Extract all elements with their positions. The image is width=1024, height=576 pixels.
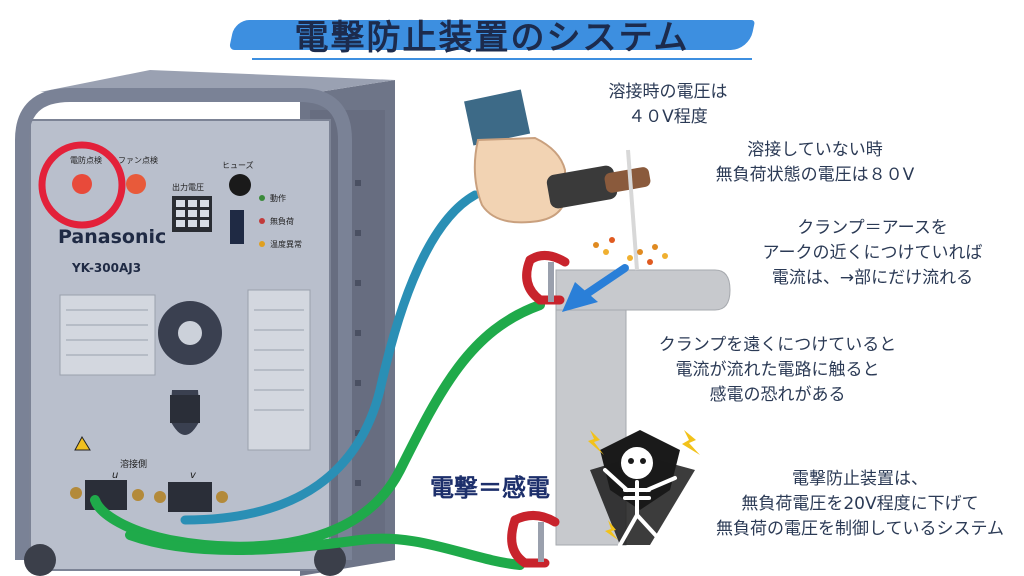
torch-cable [180, 190, 480, 525]
terminal-bolt [216, 491, 228, 503]
lightning-icon [682, 430, 700, 455]
lightning-icon [588, 430, 604, 455]
machine-wheel-right [314, 544, 346, 576]
spec-lines [66, 309, 304, 411]
note-device-line3: 無負荷の電圧を制御しているシステム [716, 519, 1004, 539]
lightning-icon [605, 520, 618, 540]
label-fuse: ヒューズ [222, 160, 254, 170]
machine-handle [15, 88, 352, 560]
welding-machine: 電防点検 ファン点検 ヒューズ 出力電圧 動作 無負荷 温度異常 Panason… [15, 70, 395, 576]
sleeve [464, 89, 531, 146]
title-band: 電撃防止装置のシステム [228, 8, 756, 60]
hand [473, 136, 566, 224]
terminal-bolt [132, 489, 144, 501]
note-clamp-far-line3: 感電の恐れがある [709, 385, 846, 405]
label-weld-side: 溶接側 [120, 458, 147, 470]
lamp-fan-check [126, 174, 146, 194]
current-switch [230, 210, 244, 244]
clamp-screw [548, 262, 554, 302]
lamp-shock-check [72, 174, 92, 194]
torch-nozzle [604, 167, 651, 193]
display-digits [176, 200, 209, 227]
sparks [593, 237, 668, 265]
bones [603, 468, 677, 547]
note-no-load-line1: 溶接していない時 [747, 140, 883, 160]
fuse-knob [229, 174, 251, 196]
note-clamp-near: クランプ＝アースを アークの近くにつけていれば 電流は、→部にだけ流れる [740, 216, 1005, 291]
indicator-operation [259, 195, 265, 201]
note-clamp-near-line3: 電流は、→部にだけ流れる [771, 268, 974, 288]
note-no-load-line2: 無負荷状態の電圧は８０V [715, 165, 915, 185]
machine-vents [355, 180, 361, 486]
output-knob-center [178, 321, 202, 345]
note-weld-voltage-line1: 溶接時の電圧は [608, 82, 728, 102]
skull [619, 445, 655, 481]
label-operation: 動作 [270, 193, 286, 203]
note-clamp-far-line1: クランプを遠くにつけていると [658, 335, 897, 355]
label-temp: 温度異常 [270, 239, 302, 249]
page-title: 電撃防止装置のシステム [294, 18, 690, 58]
c-clamp-icon [507, 511, 560, 568]
spec-plate-left [59, 294, 156, 376]
note-no-load: 溶接していない時 無負荷状態の電圧は８０V [690, 138, 940, 188]
earth-cable-far [125, 530, 525, 570]
label-shock-check: 電防点検 [70, 155, 102, 165]
note-clamp-near-line2: アークの近くにつけていれば [762, 243, 983, 263]
note-device-line2: 無負荷電圧を20V程度に下げて [741, 494, 979, 514]
clamp-screw [538, 522, 544, 562]
shock-label: 電撃＝感電 [430, 474, 550, 502]
current-arrow-icon [562, 264, 629, 312]
note-weld-voltage: 溶接時の電圧は ４０V程度 [578, 80, 758, 130]
indicator-temp [259, 241, 265, 247]
note-clamp-far: クランプを遠くにつけていると 電流が流れた電路に触ると 感電の恐れがある [625, 333, 930, 408]
label-no-load: 無負荷 [270, 216, 294, 226]
torch-grip [546, 165, 618, 209]
terminal-bolt [154, 491, 166, 503]
skull-eye [640, 458, 646, 464]
skull-eye [628, 458, 634, 464]
indicator-no-load [259, 218, 265, 224]
note-weld-voltage-line2: ４０V程度 [628, 107, 708, 127]
terminal-u [85, 480, 127, 510]
earth-cable-near [90, 300, 545, 552]
workpiece-horizontal [555, 269, 731, 311]
model-number: YK-300AJ3 [71, 261, 141, 275]
label-fan-check: ファン点検 [118, 155, 158, 165]
c-clamp-icon [522, 251, 570, 305]
note-device-line1: 電撃防止装置は、 [792, 469, 928, 489]
label-output-voltage: 出力電圧 [172, 182, 204, 192]
terminal-v [168, 482, 212, 512]
electrocuted-skeleton-icon [588, 430, 700, 547]
warning-icon [74, 435, 91, 451]
note-clamp-far-line2: 電流が流れた電路に触ると [675, 360, 880, 380]
knob-base [170, 395, 200, 423]
note-device: 電撃防止装置は、 無負荷電圧を20V程度に下げて 無負荷の電圧を制御しているシス… [700, 467, 1020, 542]
hand-holding-torch-icon [464, 89, 651, 271]
title-underline [252, 58, 752, 60]
machine-wheel-left [24, 544, 56, 576]
terminal-v-label: v [190, 470, 197, 481]
highlight-circle [38, 141, 126, 229]
electrode [626, 149, 639, 271]
terminal-u-label: u [112, 470, 118, 481]
note-clamp-near-line1: クランプ＝アースを [797, 218, 948, 238]
brand-logo: Panasonic [58, 226, 166, 248]
terminal-bolt [70, 487, 82, 499]
workpiece [555, 269, 731, 546]
